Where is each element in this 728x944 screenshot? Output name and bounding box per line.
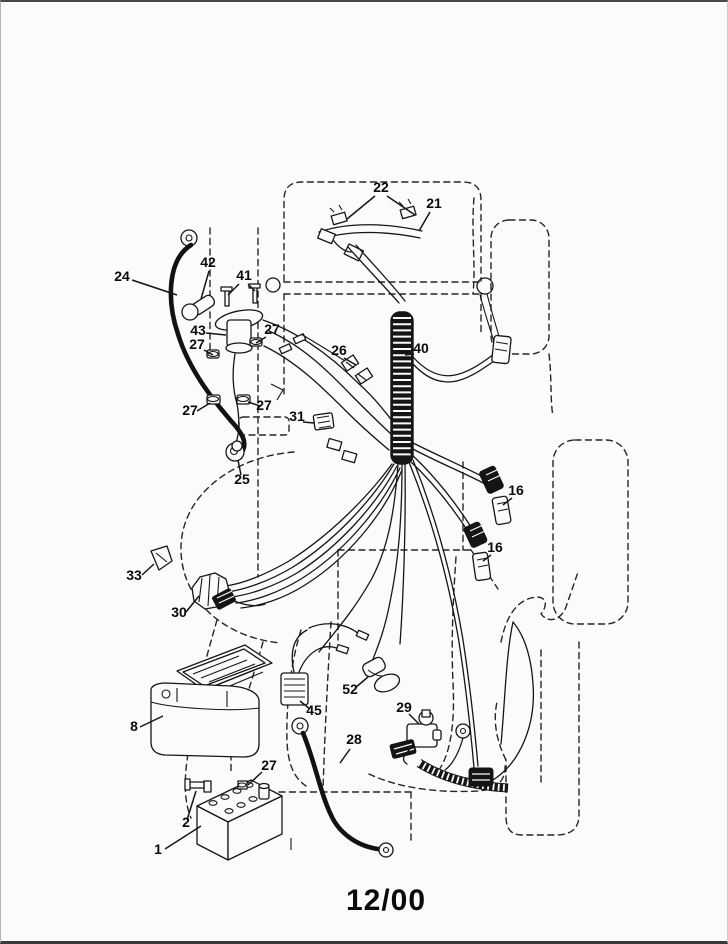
leader-line [299, 700, 311, 710]
part-number-27: 27 [261, 757, 277, 773]
leader-line [339, 748, 351, 764]
leader-line [255, 336, 267, 344]
part-number-52: 52 [342, 681, 358, 697]
spiral-conduit-drawing [390, 311, 512, 465]
part-number-43: 43 [190, 322, 206, 338]
part-number-24: 24 [114, 268, 130, 284]
leader-line [203, 349, 214, 356]
part-number-26: 26 [331, 342, 347, 358]
leader-line [354, 676, 369, 689]
part-number-16: 16 [508, 482, 524, 498]
part-number-22: 22 [373, 179, 389, 195]
leader-line [247, 401, 261, 407]
leader-line [404, 353, 415, 356]
part-number-27: 27 [256, 397, 272, 413]
part-number-45: 45 [306, 702, 322, 718]
leader-line [482, 554, 492, 562]
clip-and-plug-drawing [150, 545, 266, 610]
leader-line [131, 279, 178, 296]
leader-line [247, 771, 263, 786]
part-number-28: 28 [346, 731, 362, 747]
leader-line [196, 402, 211, 412]
battery-box-drawing [150, 644, 273, 758]
leader-line [237, 459, 242, 476]
leader-line [408, 713, 420, 725]
headlight-harness-drawing [316, 198, 423, 304]
interlock-connectors-drawing [463, 465, 512, 582]
leader-line [227, 283, 240, 296]
part-number-16: 16 [487, 539, 503, 555]
part-number-25: 25 [234, 471, 250, 487]
part-number-2: 2 [182, 814, 190, 830]
battery-drawing [184, 778, 292, 861]
part-number-42: 42 [200, 254, 216, 270]
leader-line [386, 195, 416, 216]
part-number-40: 40 [413, 340, 429, 356]
leader-line [205, 332, 227, 336]
main-harness-bundle-drawing [224, 441, 535, 781]
part-number-8: 8 [130, 718, 138, 734]
leader-line [346, 195, 376, 220]
part-number-30: 30 [171, 604, 187, 620]
leader-line [185, 595, 200, 613]
leader-line [139, 715, 164, 728]
leader-line [418, 211, 431, 232]
part-number-33: 33 [126, 567, 142, 583]
part-number-27: 27 [182, 402, 198, 418]
leader-line [502, 497, 513, 506]
dash-harness-drawing [262, 319, 394, 464]
leader-line [302, 421, 315, 424]
revision-date: 12/00 [346, 884, 426, 917]
leader-line [186, 790, 197, 821]
ground-cable-28-drawing [291, 717, 394, 858]
part-number-27: 27 [189, 336, 205, 352]
leader-line [343, 357, 357, 366]
part-number-29: 29 [396, 699, 412, 715]
leader-line [200, 270, 210, 300]
part-number-1: 1 [154, 841, 162, 857]
leader-line [164, 825, 202, 850]
rear-electrics-drawing [280, 623, 509, 793]
leader-line [247, 283, 256, 292]
part-number-31: 31 [289, 408, 305, 424]
part-number-41: 41 [236, 267, 252, 283]
part-number-27: 27 [264, 321, 280, 337]
solenoid-cluster-drawing [181, 283, 264, 452]
leader-line [141, 563, 155, 576]
part-number-21: 21 [426, 195, 442, 211]
